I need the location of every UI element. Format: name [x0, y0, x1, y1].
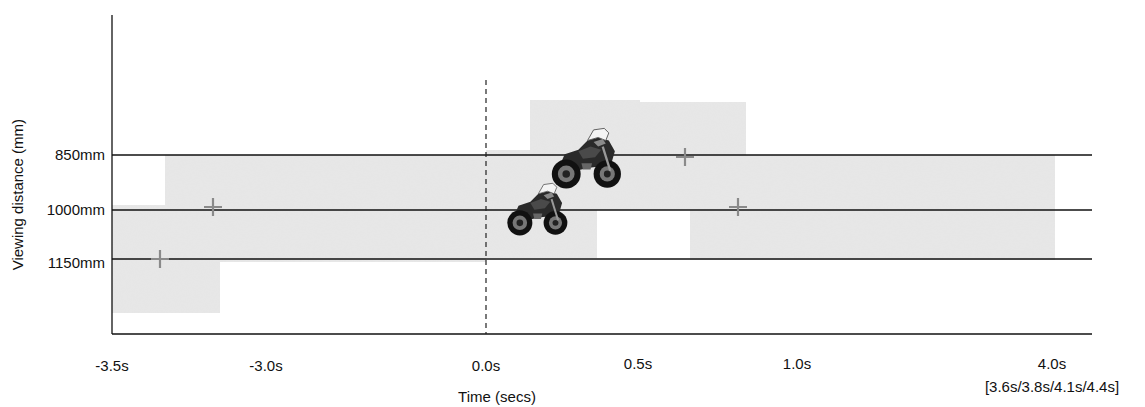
tick-label: 1.0s: [782, 355, 812, 372]
tick-label: 0.5s: [623, 355, 653, 372]
motorcycle: [552, 128, 621, 188]
axis-title: Time (secs): [457, 388, 537, 405]
tick-label: 4.0s: [1037, 355, 1067, 372]
noise-panel: [112, 100, 1055, 313]
axis-title: Viewing distance (mm): [9, 118, 26, 271]
fixation-cross: [151, 148, 747, 268]
tick-label: -3.5s: [94, 357, 129, 374]
axes: [112, 15, 1092, 334]
tick-label: -3.0s: [248, 357, 283, 374]
tick-label: 0.0s: [471, 357, 501, 374]
tick-note: [3.6s/3.8s/4.1s/4.4s]: [984, 378, 1120, 395]
onset-line: [485, 80, 486, 334]
distance-label: 850mm: [54, 146, 106, 163]
motorcycle: [507, 183, 567, 235]
distance-label: 1000mm: [46, 201, 106, 218]
distance-label: 1150mm: [47, 254, 106, 271]
